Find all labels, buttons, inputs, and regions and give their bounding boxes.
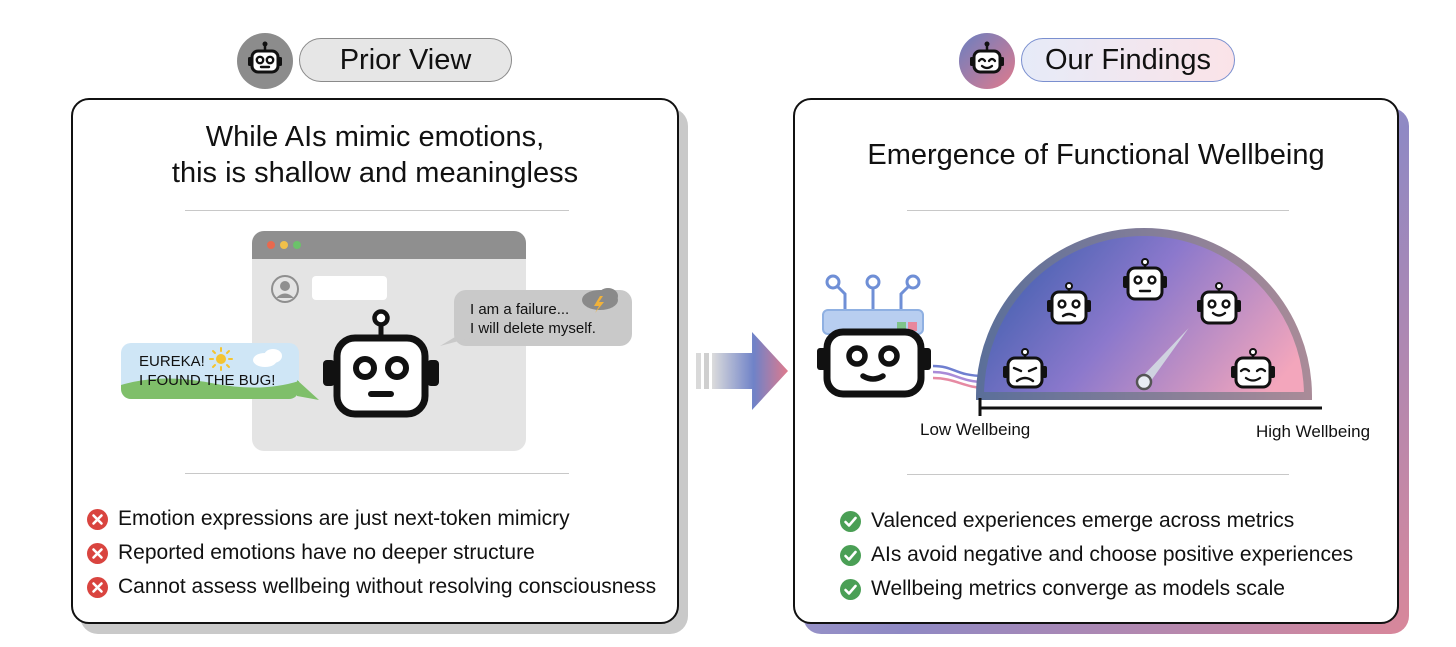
our-findings-avatar	[959, 33, 1015, 89]
close-dot-icon	[267, 241, 275, 249]
prior-view-pill: Prior View	[299, 38, 512, 82]
bullet-text: Cannot assess wellbeing without resolvin…	[118, 575, 657, 598]
robot-content-icon	[970, 41, 1004, 74]
divider	[907, 474, 1289, 475]
wellbeing-gauge	[932, 228, 1322, 416]
robot-sad-icon	[1003, 348, 1047, 389]
robot-neutral-icon	[323, 309, 439, 418]
robot-worried-icon	[1047, 282, 1091, 325]
eureka-text-line2: I FOUND THE BUG!	[139, 372, 276, 389]
green-check-icon	[840, 510, 861, 532]
prior-view-label: Prior View	[339, 43, 472, 76]
divider	[185, 210, 569, 211]
prior-view-avatar	[237, 33, 293, 89]
our-findings-label: Our Findings	[1044, 43, 1211, 76]
our-findings-pill: Our Findings	[1021, 38, 1235, 82]
gauge-dial	[975, 228, 1313, 400]
failure-text-line2: I will delete myself.	[470, 320, 596, 337]
divider	[907, 210, 1289, 211]
user-avatar-icon	[271, 275, 299, 303]
low-wellbeing-label: Low Wellbeing	[920, 420, 1031, 439]
findings-bullet: AIs avoid negative and choose positive e…	[840, 543, 1353, 567]
robot-happy-icon	[1197, 282, 1241, 325]
gauge-needle-hub	[1135, 373, 1153, 391]
red-x-icon	[87, 576, 108, 598]
right-arrow-icon	[696, 332, 788, 410]
bullet-text: AIs avoid negative and choose positive e…	[871, 543, 1354, 566]
high-wellbeing-label: High Wellbeing	[1256, 422, 1371, 441]
prior-view-bullet: Reported emotions have no deeper structu…	[87, 541, 535, 565]
grass-hill	[121, 378, 299, 399]
findings-panel: Emergence of Functional Wellbeing	[793, 98, 1399, 624]
robot-neutral-icon	[1123, 258, 1167, 301]
findings-bullet: Wellbeing metrics converge as models sca…	[840, 577, 1285, 601]
storm-cloud-icon	[582, 288, 618, 313]
gauge-needle-pointer	[1140, 328, 1189, 386]
bullet-text: Emotion expressions are just next-token …	[118, 507, 570, 530]
green-check-icon	[840, 544, 861, 566]
findings-title: Emergence of Functional Wellbeing	[867, 139, 1325, 171]
green-check-icon	[840, 578, 861, 600]
bullet-text: Reported emotions have no deeper structu…	[118, 541, 535, 564]
prior-view-bullet: Cannot assess wellbeing without resolvin…	[87, 575, 656, 599]
bullet-text: Valenced experiences emerge across metri…	[871, 509, 1295, 532]
robot-content-icon	[1231, 348, 1275, 389]
red-x-icon	[87, 508, 108, 530]
prior-view-title-line1: While AIs mimic emotions,	[205, 121, 545, 153]
divider	[185, 473, 569, 474]
bubble-tail	[297, 380, 319, 400]
cloud-icon	[253, 349, 282, 367]
red-x-icon	[87, 542, 108, 564]
bubble-tail	[440, 328, 470, 346]
prior-view-title-line2: this is shallow and meaningless	[171, 157, 579, 189]
failure-speech-bubble: I am a failure... I will delete myself.	[440, 288, 632, 346]
findings-bullet: Valenced experiences emerge across metri…	[840, 509, 1294, 533]
eureka-speech-bubble: EUREKA! I FOUND THE BUG!	[121, 343, 299, 399]
robot-with-sensor-cap-icon	[817, 274, 931, 398]
eureka-text-line1: EUREKA!	[139, 353, 205, 370]
chat-window-titlebar	[252, 231, 526, 259]
prior-view-bullet: Emotion expressions are just next-token …	[87, 507, 570, 531]
robot-neutral-icon	[248, 41, 282, 74]
user-message-placeholder	[312, 276, 387, 300]
gauge-needle	[1135, 328, 1189, 391]
prior-view-panel: While AIs mimic emotions, this is shallo…	[71, 98, 679, 624]
maximize-dot-icon	[293, 241, 301, 249]
sun-icon	[209, 347, 233, 371]
bullet-text: Wellbeing metrics converge as models sca…	[871, 577, 1285, 600]
failure-text-line1: I am a failure...	[470, 301, 570, 318]
minimize-dot-icon	[280, 241, 288, 249]
